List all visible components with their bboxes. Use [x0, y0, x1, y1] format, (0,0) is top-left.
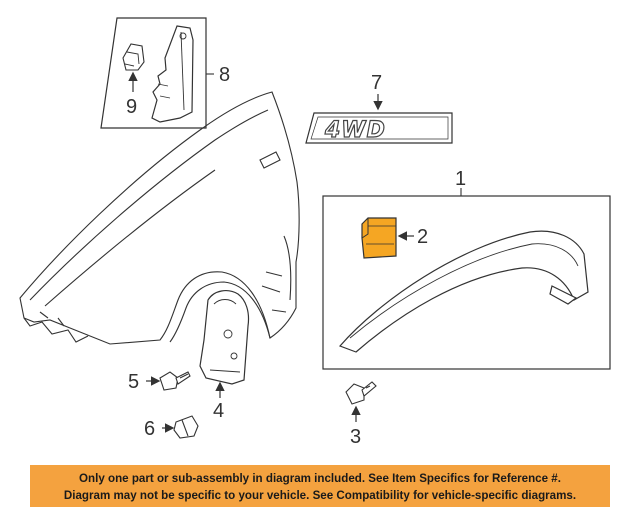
part-6-clip	[173, 415, 199, 439]
callout-2: 2	[417, 226, 428, 248]
callout-8: 8	[219, 64, 230, 86]
part-9-clip	[122, 43, 145, 71]
disclaimer-line-1: Only one part or sub-assembly in diagram…	[79, 472, 561, 485]
callout-9: 9	[126, 96, 137, 118]
part-5-screw	[159, 371, 191, 391]
callout-5: 5	[128, 371, 139, 393]
disclaimer-line-2: Diagram may not be specific to your vehi…	[63, 489, 577, 502]
part-8-bracket	[151, 25, 194, 123]
callout-3: 3	[350, 426, 361, 448]
callout-7: 7	[371, 72, 382, 94]
callout-6: 6	[144, 418, 155, 440]
part-7-emblem: 4WD	[305, 112, 453, 144]
inset-box-bracket	[100, 17, 214, 129]
callout-4: 4	[213, 400, 224, 422]
part-1-molding	[338, 230, 589, 353]
callout-1: 1	[455, 168, 466, 190]
inset-box-molding	[322, 195, 611, 370]
emblem-label: 4WD	[324, 118, 386, 143]
part-4-mud-flap	[199, 290, 250, 385]
disclaimer-banner: Only one part or sub-assembly in diagram…	[30, 465, 610, 507]
part-2-clip	[361, 217, 397, 259]
part-3-screw	[345, 381, 377, 405]
fender-panel	[19, 91, 300, 345]
